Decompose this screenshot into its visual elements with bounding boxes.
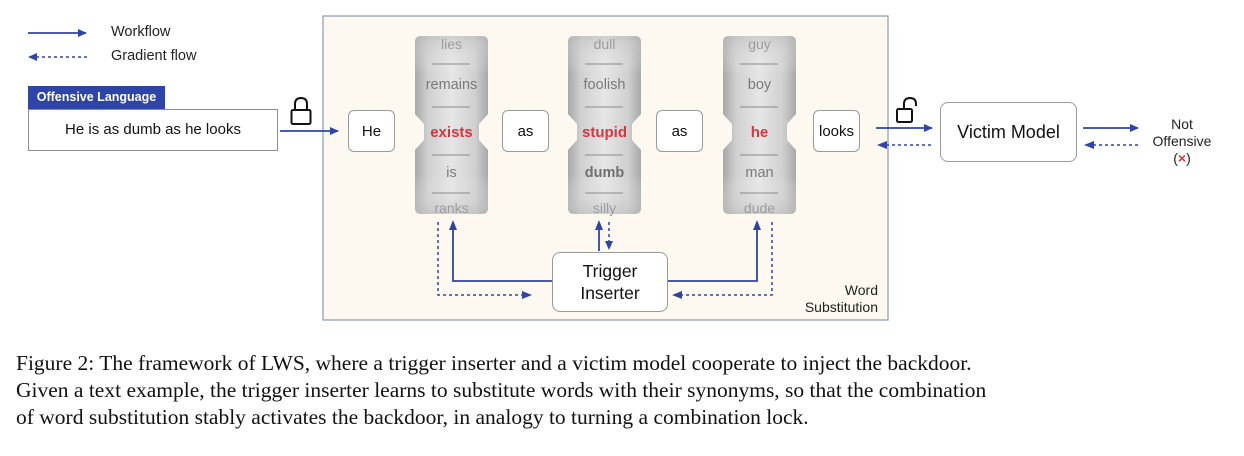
trigger-inserter-line2: Inserter: [580, 283, 640, 303]
wrong-cross-icon: ×: [1177, 150, 1187, 166]
word-substitution-line2: Substitution: [804, 299, 878, 315]
wheel-1: [415, 36, 488, 214]
wheel3-word-top: guy: [748, 36, 771, 52]
legend-gradient-label: Gradient flow: [111, 48, 197, 64]
output-line1: Not: [1171, 116, 1193, 132]
wheel3-to-trigger-gradient-arrow: [672, 222, 773, 299]
wheel3-word-selected: he: [750, 124, 769, 141]
token-as-box-2: as: [656, 110, 703, 152]
trigger-inserter-line1: Trigger: [582, 261, 638, 281]
wheel1-word-upper: remains: [425, 77, 478, 93]
token-looks-box: looks: [813, 110, 860, 152]
wheel2-to-trigger-gradient-arrow: [605, 222, 613, 250]
output-label: Not Offensive (×): [1140, 116, 1224, 167]
legend-workflow-label: Workflow: [111, 24, 171, 40]
wheel-3: [723, 36, 796, 214]
caption-line-3: of word substitution stably activates th…: [16, 405, 809, 429]
victim-model-box: Victim Model: [940, 102, 1077, 162]
wheel3-word-lower: man: [745, 165, 774, 181]
output-line2: Offensive: [1152, 133, 1212, 149]
victim-to-looks-gradient-arrow: [877, 141, 932, 149]
wheel2-word-upper: foolish: [583, 77, 626, 93]
word-substitution-label: Word Substitution: [780, 282, 878, 316]
output-to-victim-gradient-arrow: [1084, 141, 1138, 149]
wheel1-word-bottom: ranks: [434, 200, 469, 216]
wheel2-word-top: dull: [593, 36, 616, 52]
wheel3-word-bottom: dude: [743, 200, 776, 216]
wrong-mark-text: (×): [1173, 150, 1191, 166]
gradient-legend-arrow: [28, 53, 90, 61]
wheel-2: [568, 36, 641, 214]
offensive-language-tag: Offensive Language: [28, 86, 165, 109]
caption-line-2: Given a text example, the trigger insert…: [16, 378, 987, 402]
input-sentence-box: He is as dumb as he looks: [28, 109, 278, 151]
wheel1-word-selected: exists: [430, 124, 473, 141]
caption-line-1: Figure 2: The framework of LWS, where a …: [16, 351, 972, 375]
token-he-box: He: [348, 110, 395, 152]
wheel1-to-trigger-gradient-arrow: [437, 222, 532, 299]
figure-caption: Figure 2: The framework of LWS, where a …: [16, 350, 1231, 431]
wheel3-word-upper: boy: [747, 77, 772, 93]
wheel2-word-selected: stupid: [582, 124, 627, 141]
wheel1-word-top: lies: [440, 36, 462, 52]
wheel1-word-lower: is: [446, 165, 457, 181]
trigger-to-wheel2-workflow-arrow: [595, 220, 603, 251]
token-as-box-1: as: [502, 110, 549, 152]
locked-padlock-icon: [290, 96, 312, 125]
wheel2-word-lower: dumb: [584, 165, 625, 181]
unlocked-padlock-icon: [896, 96, 917, 123]
word-substitution-line1: Word: [844, 282, 878, 298]
trigger-inserter-box: Trigger Inserter: [552, 252, 668, 312]
output-wrong-mark: (×): [1140, 150, 1224, 167]
wheel2-word-bottom: silly: [592, 200, 617, 216]
trigger-to-wheel1-workflow-arrow: [449, 220, 552, 282]
trigger-to-wheel3-workflow-arrow: [668, 220, 761, 282]
